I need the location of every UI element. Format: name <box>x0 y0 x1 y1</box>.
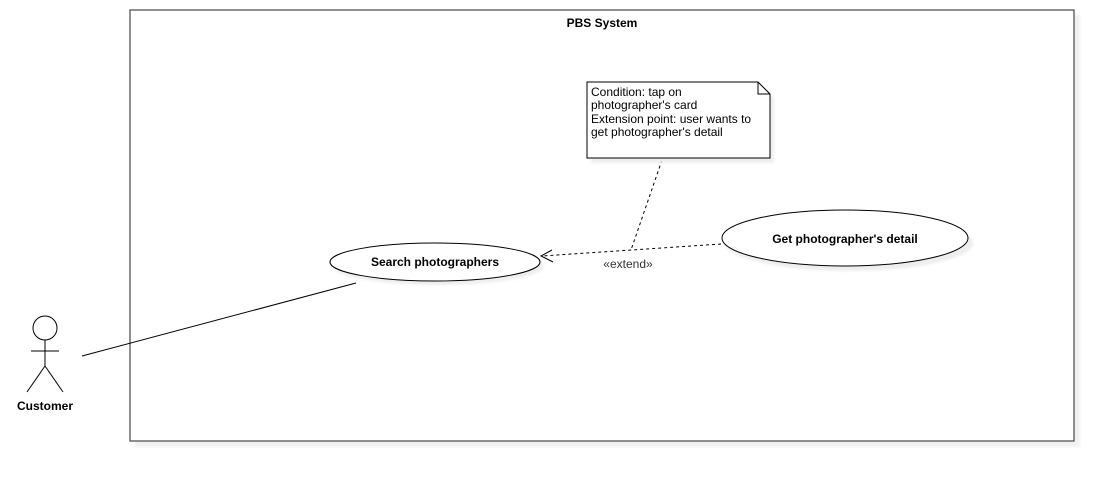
actor-left-leg <box>26 365 46 393</box>
use-case-get-photographers-detail: Get photographer's detail <box>721 209 973 271</box>
note-line: photographer's card <box>591 98 697 112</box>
actor-head <box>32 315 58 341</box>
extend-arrowhead <box>539 249 554 263</box>
use-case-ellipse <box>329 242 541 282</box>
system-title: PBS System <box>567 16 638 30</box>
note-fold <box>757 82 770 95</box>
note-line: get photographer's detail <box>591 125 723 139</box>
actor-right-leg <box>44 365 64 393</box>
note-line: Extension point: user wants to <box>591 112 751 126</box>
extend-relationship: «extend» <box>539 243 722 271</box>
note-line: Condition: tap on <box>591 85 682 99</box>
actor-customer <box>26 315 64 393</box>
use-case-label: Get photographer's detail <box>772 232 918 246</box>
actor-label: Customer <box>17 399 73 413</box>
use-case-ellipse <box>721 209 969 267</box>
note-shape <box>586 81 771 159</box>
association-line <box>81 282 357 357</box>
extend-stereotype: «extend» <box>603 257 653 271</box>
use-case-label: Search photographers <box>371 255 499 269</box>
extension-note: Condition: tap on photographer's card Ex… <box>586 81 774 163</box>
note-connector <box>630 159 663 251</box>
note-text: Condition: tap on photographer's card Ex… <box>591 85 754 139</box>
use-case-search-photographers: Search photographers <box>329 242 544 285</box>
